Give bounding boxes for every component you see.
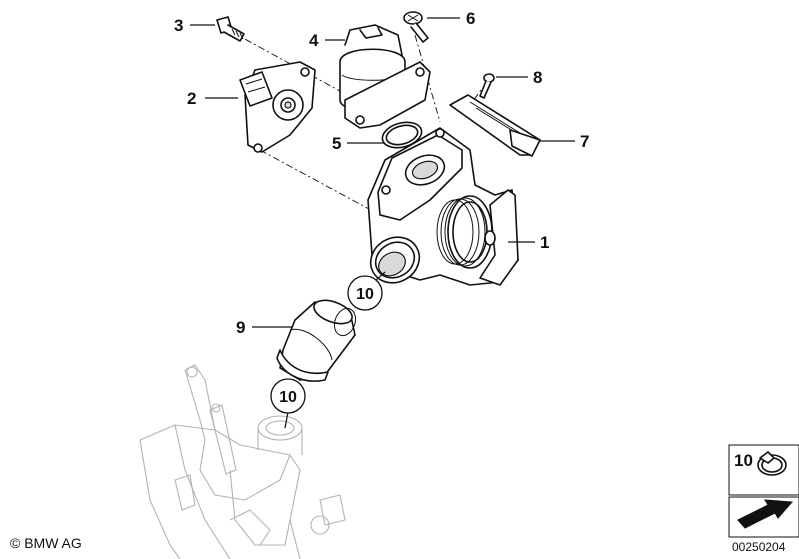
callout-10-lower: 10 bbox=[270, 378, 306, 414]
legend-clamp-box bbox=[728, 444, 799, 496]
throttle-housing-part-1 bbox=[367, 127, 519, 286]
callout-4: 4 bbox=[309, 31, 319, 50]
copyright-notice: © BMW AG bbox=[10, 535, 82, 551]
callout-9: 9 bbox=[236, 318, 245, 337]
legend-arrow-box bbox=[728, 496, 799, 538]
gasket-part-5 bbox=[381, 121, 423, 149]
callout-8: 8 bbox=[533, 68, 542, 87]
callout-10-upper: 10 bbox=[347, 275, 383, 311]
bolt-part-3 bbox=[216, 16, 245, 42]
callout-5: 5 bbox=[332, 134, 341, 153]
sensor-part-2 bbox=[239, 61, 316, 153]
callout-7: 7 bbox=[580, 132, 589, 151]
callout-1: 1 bbox=[540, 233, 549, 252]
document-number: 00250204 bbox=[732, 540, 786, 554]
actuator-part-4 bbox=[339, 24, 431, 129]
callout-10-lower-label: 10 bbox=[279, 389, 297, 406]
callout-10-upper-label: 10 bbox=[356, 286, 374, 303]
screw-part-6 bbox=[403, 11, 429, 43]
bolt-part-8 bbox=[479, 73, 495, 99]
legend-callout-10: 10 bbox=[734, 451, 753, 470]
callout-6: 6 bbox=[466, 9, 475, 28]
callout-3: 3 bbox=[174, 16, 183, 35]
hose-part-9 bbox=[276, 299, 357, 382]
callout-2: 2 bbox=[187, 89, 196, 108]
engine-block-background bbox=[139, 364, 346, 559]
bracket-part-7 bbox=[449, 94, 541, 157]
